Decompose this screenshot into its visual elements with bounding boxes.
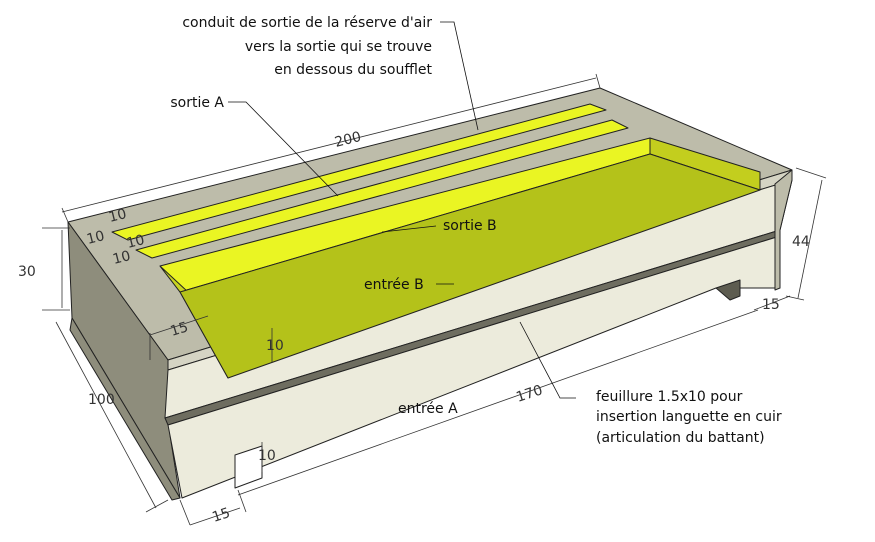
label-feuillure-2: insertion languette en cuir	[596, 409, 782, 425]
dim-wall-front: 15	[168, 319, 190, 340]
slot-sortie-a	[135, 119, 629, 259]
dim-recess-height: 10	[266, 338, 284, 354]
dim-slot1: 10	[107, 206, 128, 226]
dim-height-right: 44	[792, 234, 810, 250]
dim-gap1: 10	[85, 228, 106, 248]
dim-depth-left: 100	[88, 392, 115, 408]
dimension-lines	[42, 73, 827, 526]
label-sortie-b: sortie B	[443, 218, 497, 234]
dim-foot-height: 10	[258, 448, 276, 464]
dimension-labels: 200 44 15 30 100 170 15 10 10 15 10 10 1…	[18, 129, 810, 526]
dim-gap2: 10	[111, 248, 132, 268]
dim-length-top: 200	[333, 129, 363, 151]
dim-foot-width: 15	[210, 505, 232, 526]
left-end-lower	[69, 317, 181, 501]
label-conduit-3: en dessous du soufflet	[274, 62, 432, 78]
label-conduit-2: vers la sortie qui se trouve	[245, 39, 432, 55]
leader-lines	[228, 21, 576, 399]
label-feuillure-3: (articulation du battant)	[596, 430, 765, 446]
label-conduit-1: conduit de sortie de la réserve d'air	[182, 15, 432, 31]
dim-depth-right: 15	[762, 297, 780, 313]
right-foot-recess	[715, 279, 741, 301]
label-entree-a: entrée A	[398, 401, 458, 417]
dim-slot2: 10	[125, 232, 146, 252]
label-feuillure-1: feuillure 1.5x10 pour	[596, 389, 743, 405]
dim-height-left: 30	[18, 264, 36, 280]
cavities	[111, 103, 761, 379]
slot-conduit	[111, 103, 607, 241]
dim-length-bottom: 170	[514, 382, 544, 405]
label-entree-b: entrée B	[364, 277, 424, 293]
front-lower-face	[167, 235, 781, 499]
label-sortie-a: sortie A	[170, 95, 224, 111]
left-end-face	[67, 221, 181, 499]
left-foot-recess	[234, 445, 263, 489]
right-end-face	[774, 169, 793, 291]
chamber-floor	[179, 153, 761, 379]
annotation-labels: conduit de sortie de la réserve d'air ve…	[170, 15, 781, 446]
